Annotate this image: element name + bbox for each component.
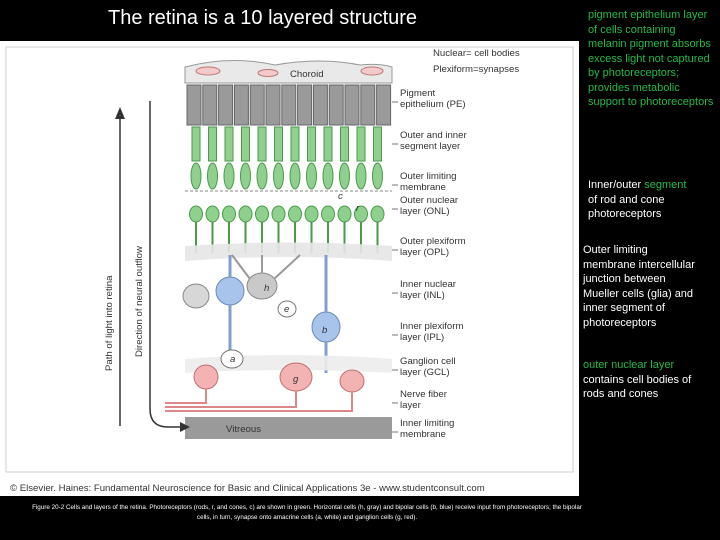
- letter-amacrine-e: e: [284, 304, 289, 315]
- amacrine-cell-a: [220, 349, 244, 369]
- pe-cell: [297, 84, 313, 126]
- photoreceptor-cell: [370, 126, 385, 253]
- note-segment: Inner/outer segment of rod and cone phot…: [588, 178, 698, 222]
- layer-label: Nerve fiber: [400, 389, 448, 400]
- axis-neural-label: Direction of neural outflow: [134, 246, 145, 357]
- note-pigment-epithelium: pigment epithelium layer of cells contai…: [588, 9, 714, 108]
- layer-label: Outer limiting: [400, 171, 457, 182]
- photoreceptor-cell: [288, 126, 302, 253]
- layer-label: layer (INL): [400, 290, 445, 301]
- legend-plexiform: Plexiform=synapses: [433, 64, 519, 75]
- layer-label: layer (OPL): [400, 247, 449, 258]
- slide-title: The retina is a 10 layered structure: [108, 7, 418, 29]
- layer-label: layer (ONL): [400, 206, 450, 217]
- pe-cell: [233, 84, 249, 126]
- layer-label: segment layer: [400, 141, 461, 152]
- light-path-arrow: [115, 107, 125, 426]
- pe-cell: [312, 84, 328, 126]
- photoreceptor-cell: [304, 126, 319, 253]
- horizontal-cell: [246, 272, 278, 300]
- letter-cone: c: [338, 191, 343, 202]
- layer-label: Outer nuclear: [400, 195, 459, 206]
- layer-label: membrane: [400, 429, 446, 440]
- photoreceptor-row: [189, 126, 385, 253]
- photoreceptor-cell: [189, 126, 203, 253]
- letter-bipolar: b: [322, 325, 328, 336]
- letter-horizontal: h: [264, 283, 269, 294]
- neural-outflow-arrow: [149, 101, 190, 432]
- note-segment-b: segment: [644, 179, 687, 191]
- legend-nuclear: Nuclear= cell bodies: [433, 48, 520, 59]
- note-outer-nuclear-layer: outer nuclear layer contains cell bodies…: [583, 358, 693, 402]
- letter-rod: r: [356, 203, 360, 214]
- ganglion-cell-right: [339, 369, 365, 393]
- pe-cell: [249, 84, 265, 126]
- inner-retina-cells: [165, 242, 392, 412]
- layer-label: epithelium (PE): [400, 99, 466, 110]
- axis-light-label: Path of light into retina: [104, 275, 115, 371]
- layer-label: Outer and inner: [400, 130, 467, 141]
- note-segment-c: of rod and cone photoreceptors: [588, 193, 665, 221]
- ganglion-cell-left: [193, 364, 219, 390]
- pe-cell: [328, 84, 344, 126]
- pe-cell: [265, 84, 281, 126]
- pigment-epithelium: [186, 84, 392, 126]
- layer-label: Inner limiting: [400, 418, 454, 429]
- photoreceptor-cell: [222, 126, 236, 253]
- layer-label: Pigment: [400, 88, 436, 99]
- layer-label: Inner plexiform: [400, 321, 463, 332]
- letter-ganglion: g: [293, 374, 299, 385]
- layer-label: layer: [400, 400, 422, 411]
- pe-cell: [186, 84, 202, 126]
- pe-cell: [376, 84, 392, 126]
- vitreous-label: Vitreous: [226, 424, 261, 435]
- layer-label: Inner nuclear: [400, 279, 457, 290]
- layer-label: Outer plexiform: [400, 236, 466, 247]
- note-outer-limiting-membrane: Outer limiting membrane intercellular ju…: [583, 244, 695, 329]
- pe-cell: [360, 84, 376, 126]
- photoreceptor-cell: [271, 126, 286, 253]
- layer-label: layer (GCL): [400, 367, 450, 378]
- pe-cell: [218, 84, 234, 126]
- note-segment-a: Inner/outer: [588, 179, 642, 191]
- choroid-band: [184, 60, 393, 84]
- letter-amacrine: a: [230, 354, 235, 365]
- bipolar-cell-left: [215, 276, 245, 306]
- pe-cell: [281, 84, 297, 126]
- layer-label: layer (IPL): [400, 332, 444, 343]
- layer-label: Ganglion cell: [400, 356, 455, 367]
- nerve-fibers: [165, 389, 353, 412]
- note-onl-b: contains cell bodies of rods and cones: [583, 373, 692, 401]
- copyright-line: © Elsevier. Haines: Fundamental Neurosci…: [10, 483, 485, 494]
- figure-caption: Figure 20-2 Cells and layers of the reti…: [32, 504, 582, 521]
- note-onl-a: outer nuclear layer: [583, 359, 675, 371]
- choroid-label: Choroid: [290, 69, 324, 80]
- vitreous-band: [185, 417, 392, 439]
- layer-label: membrane: [400, 182, 446, 193]
- pe-cell: [202, 84, 218, 126]
- photoreceptor-cell: [354, 126, 368, 253]
- amacrine-cell-e: [277, 300, 297, 318]
- retina-figure: Choroid: [0, 41, 579, 496]
- photoreceptor-cell: [337, 126, 352, 253]
- photoreceptor-cell: [238, 126, 253, 253]
- pe-cell: [344, 84, 360, 126]
